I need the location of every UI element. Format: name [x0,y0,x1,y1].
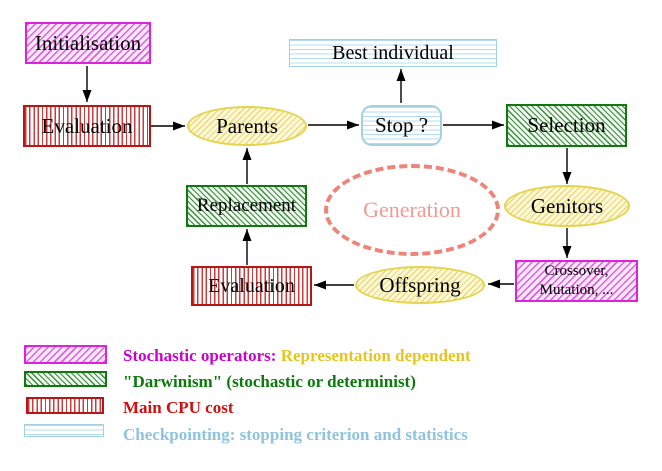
node-generation-cycle: Generation [324,164,500,256]
legend-swatch-darwinism [24,371,107,387]
legend-swatch-cpu-cost [26,397,104,414]
node-offspring: Offspring [355,266,485,304]
legend-label-cpu-cost: Main CPU cost [123,398,234,417]
node-replacement: Replacement [186,185,307,227]
node-selection: Selection [506,104,627,147]
legend-swatch-stochastic-operators [24,345,107,364]
node-crossover-mutation: Crossover, Mutation, ... [515,260,638,302]
legend-label-checkpointing: Checkpointing: stopping criterion and st… [123,425,468,444]
legend-label-representation-dependent: Representation dependent [276,346,471,365]
legend-label-stochastic-main: Stochastic operators: [123,346,277,365]
node-stop: Stop ? [361,105,442,146]
crossover-line2: Mutation, ... [539,282,614,298]
crossover-line1: Crossover, [544,263,609,280]
legend-swatch-checkpointing [24,424,104,437]
node-initialisation: Initialisation [25,22,151,64]
node-evaluation-bottom: Evaluation [191,266,312,306]
node-best-individual: Best individual [289,39,497,67]
legend-label-darwinism: "Darwinism" (stochastic or determinist) [123,372,416,391]
node-genitors: Genitors [504,185,630,227]
node-evaluation-top: Evaluation [23,105,151,147]
node-parents: Parents [187,106,307,146]
legend-label-stochastic-operators: Stochastic operators: Representation dep… [123,346,471,366]
